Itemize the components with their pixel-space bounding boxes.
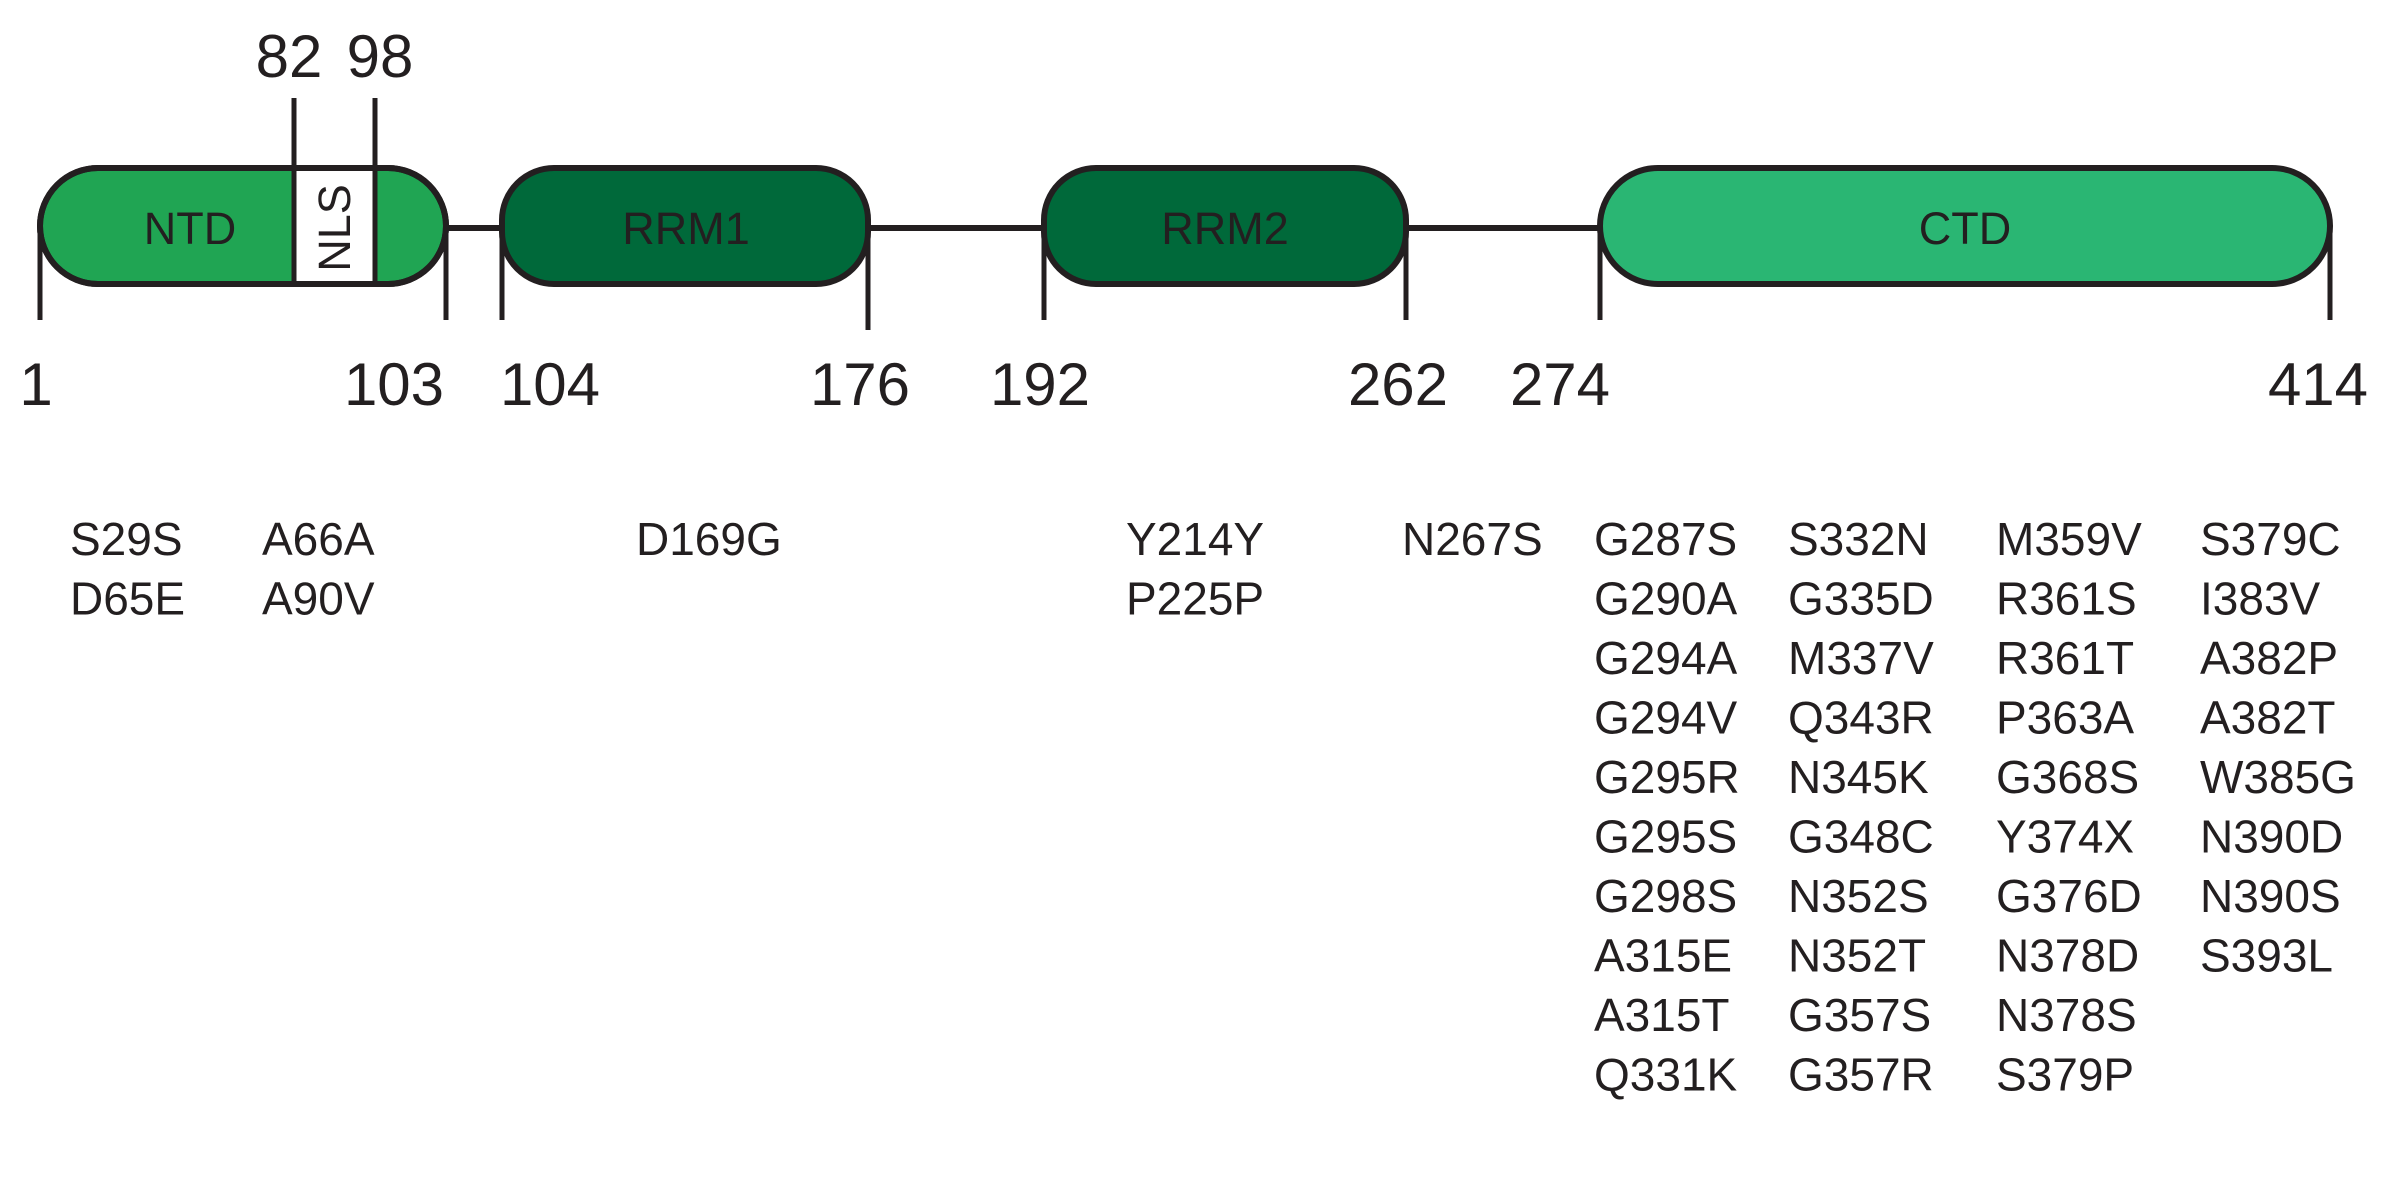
mutation-label: G295S [1594,811,1737,863]
mutation-label: G294V [1594,692,1738,744]
ntd-label: NTD [144,203,236,254]
mutation-column: G287S G290A G294A G294V G295R G295S G298S A315E… [1594,513,1740,1101]
pos-label-1: 1 [19,351,52,418]
mutation-label: A315E [1594,930,1732,982]
rrm2-box [1041,165,1409,287]
pos-label-82: 82 [256,23,323,90]
ctd-label: CTD [1919,203,2011,254]
mutation-label: S332N [1788,513,1929,565]
pos-label-176: 176 [810,351,910,418]
pos-label-103: 103 [344,351,444,418]
mutation-label: M359V [1996,513,2142,565]
pos-label-274: 274 [1510,351,1610,418]
mutation-column: A66A A90V [262,513,375,625]
mutation-label: G376D [1996,870,2142,922]
mutation-label: N352T [1788,930,1926,982]
mutation-label: R361T [1996,632,2134,684]
mutation-label: G348C [1788,811,1934,863]
mutation-label: G357S [1788,989,1931,1041]
mutation-label: G357R [1788,1049,1934,1101]
mutation-label: N267S [1402,513,1543,565]
mutation-label: N378D [1996,930,2139,982]
mutation-label: S379P [1996,1049,2134,1101]
pos-label-414: 414 [2268,351,2368,418]
mutation-label: A90V [262,573,375,625]
ctd-box [1597,165,2333,287]
mutation-label: M337V [1788,632,1934,684]
mutation-label: G298S [1594,870,1737,922]
mutation-column: S332N G335D M337V Q343R N345K G348C N352S N352T… [1788,513,1934,1101]
mutation-label: R361S [1996,573,2137,625]
mutation-label: G368S [1996,751,2139,803]
mutation-label: G335D [1788,573,1934,625]
mutation-label: G287S [1594,513,1737,565]
mutation-label: Y374X [1996,811,2134,863]
rrm1-label: RRM1 [622,203,750,254]
mutation-label: Y214Y [1126,513,1264,565]
mutation-label: S393L [2200,930,2333,982]
mutation-label: S29S [70,513,183,565]
mutation-label: I383V [2200,573,2321,625]
mutation-label: G290A [1594,573,1738,625]
mutation-column: S29S D65E [70,513,185,625]
mutation-label: P225P [1126,573,1264,625]
mutation-label: S379C [2200,513,2341,565]
ntd-domain: NTD NLS [37,165,449,287]
mutation-label: A66A [262,513,375,565]
mutation-label: N352S [1788,870,1929,922]
mutation-label: N390S [2200,870,2341,922]
mutation-label: P363A [1996,692,2134,744]
nls-box [294,171,375,281]
mutation-label: A382T [2200,692,2336,744]
mutation-label: G295R [1594,751,1740,803]
mutation-label: Q331K [1594,1049,1738,1101]
mutation-label: A382P [2200,632,2338,684]
mutation-label: N345K [1788,751,1929,803]
mutation-label: Q343R [1788,692,1934,744]
mutation-label: D65E [70,573,185,625]
pos-label-262: 262 [1348,351,1448,418]
mutation-label: N390D [2200,811,2343,863]
pos-label-98: 98 [347,23,414,90]
mutation-column: S379C I383V A382P A382T W385G N390D N390S S393L [2200,513,2356,982]
mutation-label: D169G [636,513,782,565]
mutation-column: M359V R361S R361T P363A G368S Y374X G376D N378D… [1996,513,2142,1101]
mutation-label: A315T [1594,989,1730,1041]
mutation-label: N378S [1996,989,2137,1041]
mutation-column: N267S [1402,513,1543,565]
ntd-box [37,165,449,287]
mutation-column: D169G [636,513,782,565]
rrm1-box [499,165,871,287]
pos-label-192: 192 [990,351,1090,418]
pos-label-104: 104 [500,351,600,418]
nls-label: NLS [309,184,360,272]
mutation-label: W385G [2200,751,2356,803]
mutation-column: Y214Y P225P [1126,513,1264,625]
mutation-list: S29S D65E A66A A90V D169G Y214Y P225P N267S G287… [70,513,2356,1101]
position-ticks [37,98,2333,330]
mutation-label: G294A [1594,632,1738,684]
rrm2-label: RRM2 [1161,203,1289,254]
